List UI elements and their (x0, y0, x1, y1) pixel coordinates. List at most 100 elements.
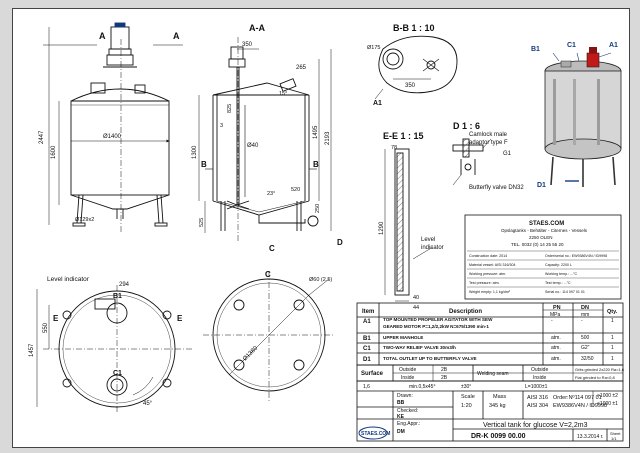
front-view-labels: A A 2447 1600 Ø1400 Ø129x2 (39, 31, 180, 223)
isometric-labels: B1 C1 A1 D1 (531, 42, 618, 189)
part-description: UPPER MANHOLE (383, 335, 423, 340)
dim-2447: 2447 (39, 130, 45, 144)
company-subtitle: Opslagtanks - Behälter - Citernes - Vess… (501, 228, 588, 233)
part-pn: atm. (551, 335, 561, 341)
dim-d1400: Ø1400 (103, 134, 122, 140)
drawing-date: 13.3.2014 г. (577, 434, 603, 440)
dim-1495: 1495 (313, 125, 319, 139)
bottom-view-c-labels: C Ø1380 Ø60 (2.5) (242, 270, 332, 362)
callout-camlock-line1: Camlock male (469, 132, 508, 138)
th-dn: DN (581, 305, 589, 311)
company-row-value: Order/serial no.: EW9386V4N / ID9998 (545, 254, 607, 258)
drawing-title: Vertical tank for glucose V=2,2m3 (483, 422, 588, 429)
part-description: TOTAL OUTLET UP TO BUTTERFLY VALVE (383, 356, 477, 361)
part-qty: 1 (611, 335, 614, 341)
dim-d1380: Ø1380 (242, 345, 259, 362)
technical-drawing: A A 2447 1600 Ø1400 Ø129x2 (29, 22, 625, 442)
eng-label: Eng.Appr.: (397, 421, 420, 427)
company-row-value: Working temp.: ...°C (545, 272, 578, 276)
mass-label: Mass (493, 394, 506, 400)
company-row-value: Test temp.: ...°C (545, 281, 571, 285)
part-qty: 1 (611, 345, 614, 351)
company-phone: TEL. 0032 (0) 14 25 55 20 (511, 242, 564, 247)
order-no: Order:Nº114 097 01 (553, 394, 602, 401)
mass-value: 345 kg (489, 403, 506, 409)
dim-1290: 1290 (379, 221, 385, 235)
callout-b1-plan: B1 (113, 293, 122, 300)
staes-logo: STAES.COM (358, 426, 390, 440)
th-item: Item (362, 309, 374, 315)
detail-d (452, 138, 492, 186)
dim-40: 40 (413, 295, 419, 301)
dim-550: 550 (43, 322, 49, 333)
th-qty: Qty. (607, 309, 618, 315)
callout-d1-iso: D1 (537, 182, 546, 189)
section-a-a (198, 37, 332, 241)
dim-3: 3 (220, 123, 223, 129)
company-block: STAES.COM Opslagtanks - Behälter - Citer… (464, 214, 622, 300)
dim-d129: Ø129x2 (75, 217, 94, 223)
surface-outside: Outside (399, 367, 416, 373)
view-label-a-a: A-A (249, 23, 265, 33)
company-row-label: Weight empty: 1,1 kg/dm³ (469, 290, 511, 294)
section-mark-e-right: E (177, 314, 183, 323)
surface-outside-2: Outside (531, 367, 548, 373)
th-description: Description (449, 309, 482, 315)
part-pn: atm. (551, 345, 561, 351)
part-item: D1 (363, 357, 371, 363)
detail-b-b-labels: B-B 1 : 10 Ø175 350 A1 (367, 23, 435, 107)
section-mark-c: C (265, 270, 271, 279)
checked-value: KE (397, 414, 405, 420)
callout-level-indicator: Level indicator (47, 276, 90, 283)
order-no-2: EW9386V4N / ID9998 (553, 403, 607, 409)
company-name: STAES.COM (529, 221, 564, 227)
callout-butterfly: Butterfly valve DN32 (469, 185, 524, 191)
surface-inside: Inside (401, 375, 415, 381)
surface-inside-2: Inside (533, 375, 547, 381)
callout-a1-bb: A1 (373, 100, 382, 107)
view-label-e-e: E-E 1 : 15 (383, 131, 424, 141)
isometric-view (544, 47, 622, 187)
detail-e-e (384, 148, 434, 302)
detail-e-e-labels: E-E 1 : 15 78 1290 44 40 Level indicator (379, 131, 444, 311)
dim-525: 525 (199, 218, 205, 227)
th-pn: PN (553, 305, 561, 311)
part-qty: 1 (611, 356, 614, 362)
surface-inside-val: 2B (441, 375, 448, 381)
part-qty: 1 (611, 318, 614, 324)
dim-265: 265 (296, 65, 307, 71)
parts-table (356, 302, 624, 366)
checked-label: Checked: (397, 408, 418, 414)
surface-label: Surface (361, 371, 384, 377)
drawn-label: Drawn: (397, 393, 413, 399)
tol-sym1: 1,6 (363, 384, 370, 390)
sheet-label: Sheet (610, 431, 621, 436)
section-mark-e-left: E (53, 314, 59, 323)
company-row-label: Construction date: 2014 (469, 254, 507, 258)
scale-label: Scale (461, 394, 475, 400)
company-row-value: Capacity: 2200 L (545, 263, 572, 267)
detail-b-b (374, 35, 458, 100)
detail-d-labels: D 1 : 6 Camlock male adaptor type F G1 B… (453, 121, 524, 191)
dim-78: 78 (391, 145, 397, 151)
tol-sym3: ±30° (461, 384, 471, 390)
title-block (356, 380, 624, 442)
part-pn: - (551, 318, 553, 324)
callout-level-indicator-e2: indicator (421, 245, 444, 251)
front-view (43, 22, 183, 234)
section-mark-c-a: C (269, 244, 275, 253)
section-mark-b-left: B (201, 160, 207, 169)
part-dn: - (581, 318, 583, 324)
section-mark-b-right: B (313, 160, 319, 169)
surface-table-text: Surface Outside 2B Inside 2B Welding sea… (361, 367, 625, 381)
part-item: C1 (363, 346, 371, 352)
callout-g1: G1 (503, 151, 512, 157)
surface-welding-seam: Welding seam (477, 371, 509, 377)
company-row-label: Material vessel: AISI 316/304 (469, 263, 516, 267)
view-label-b-b: B-B 1 : 10 (393, 23, 435, 33)
dim-15deg: 15° (279, 91, 287, 97)
drawing-number: DR-K 0099 00.00 (471, 433, 526, 440)
staes-logo-text: STAES.COM (361, 431, 390, 437)
company-address: 2250 OLEN (529, 235, 553, 240)
